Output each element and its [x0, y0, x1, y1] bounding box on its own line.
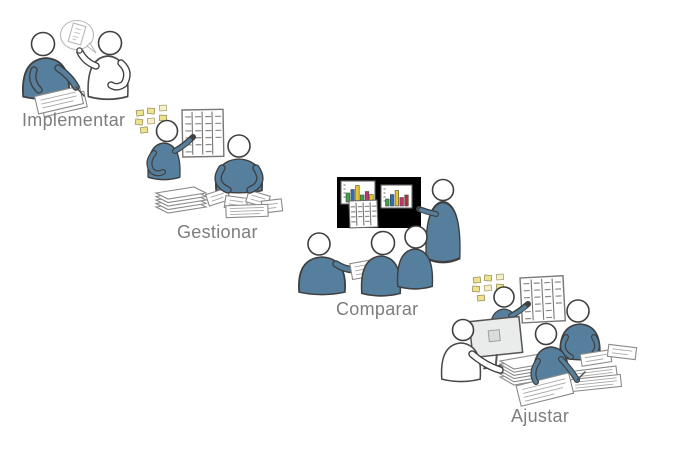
presenter-icon — [416, 178, 462, 264]
kanban-sheet-icon — [181, 108, 225, 158]
stage-label-ajustar: Ajustar — [511, 406, 570, 426]
stage-label-implementar: Implementar — [22, 110, 126, 130]
person-at-computer-icon — [440, 318, 482, 383]
stage-ajustar-illustration — [440, 273, 638, 407]
stage-label-gestionar: Gestionar — [177, 222, 258, 242]
person-seated-icon — [559, 299, 601, 361]
pen-icon — [75, 86, 85, 97]
scattered-papers-icon — [204, 187, 284, 219]
person-talking-icon — [76, 30, 131, 101]
kanban-sheet-icon — [519, 275, 567, 324]
sticky-notes-icon — [134, 104, 168, 134]
stage-implementar-illustration — [22, 19, 131, 118]
bar-chart-right-icon — [380, 184, 413, 209]
stage-gestionar-illustration — [134, 104, 284, 219]
audience-icon — [298, 225, 434, 297]
stage-comparar-illustration — [298, 177, 462, 297]
person-pointing-icon — [146, 119, 196, 181]
paper-stack-icon — [154, 186, 208, 214]
bar-chart-left-icon — [340, 180, 376, 205]
person-pointing-icon — [489, 286, 531, 339]
person-writing-icon — [22, 31, 70, 101]
document-icon — [33, 85, 88, 118]
speech-bubble-icon — [59, 19, 97, 54]
person-writing-icon — [532, 322, 570, 383]
person-seated-icon — [215, 134, 263, 194]
pen-icon — [576, 371, 586, 381]
data-table-icon — [348, 199, 379, 229]
document-icon — [515, 372, 575, 407]
stage-label-comparar: Comparar — [336, 299, 419, 319]
